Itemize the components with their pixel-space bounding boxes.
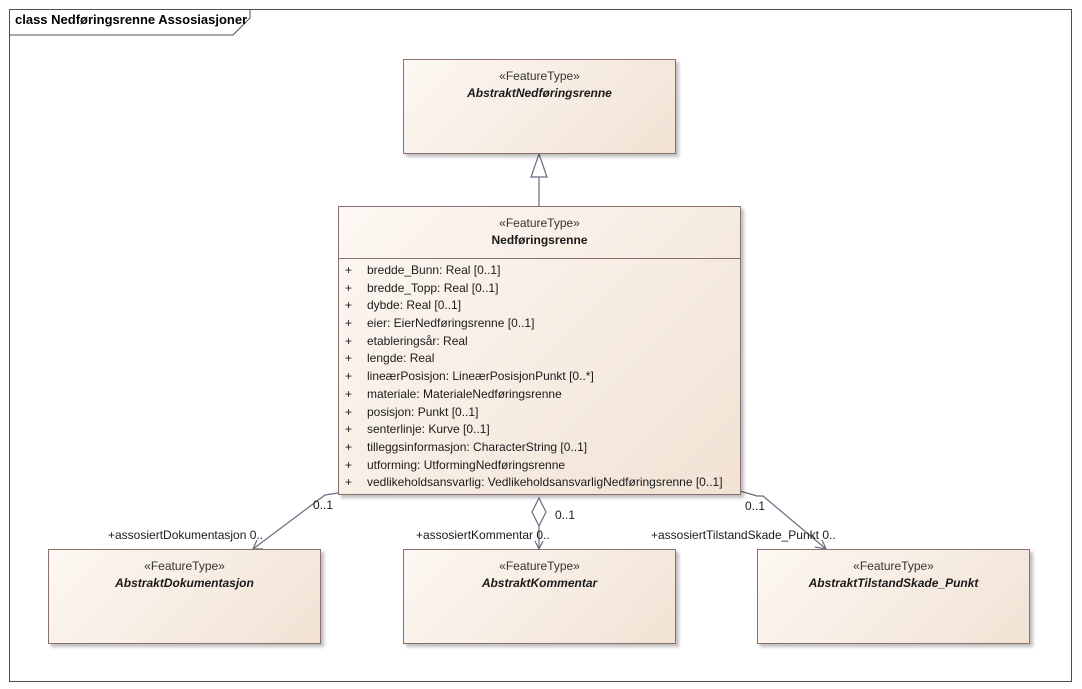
frame-title-tab (9, 9, 251, 36)
source-multiplicity-dokumentasjon: 0..1 (313, 498, 334, 512)
frame-title: class Nedføringsrenne Assosiasjoner (15, 12, 248, 27)
stereotype-label: «FeatureType» (499, 559, 580, 573)
attribute-text: lineærPosisjon: LineærPosisjonPunkt [0..… (367, 369, 594, 384)
attribute-list: + bredde_Bunn: Real [0..1] + bredde_Topp: R… (345, 262, 738, 492)
attribute-row[interactable]: + bredde_Topp: Real [0..1] (345, 280, 738, 298)
attribute-text: bredde_Bunn: Real [0..1] (367, 263, 501, 277)
role-label-dokumentasjon: +assosiertDokumentasjon 0.. (108, 528, 264, 542)
attribute-text: utforming: UtformingNedføringsrenne (367, 457, 566, 472)
attribute-row[interactable]: + lengde: Real (345, 350, 738, 368)
association-line-tilstandskade (739, 490, 827, 550)
attribute-row[interactable]: + vedlikeholdsansvarlig: Vedlikeholdsansv… (345, 474, 738, 492)
visibility-marker: + (345, 386, 353, 401)
attribute-row[interactable]: + lineærPosisjon: LineærPosisjonPunkt [0.… (345, 368, 738, 386)
class-nedforingsrenne[interactable]: «FeatureType» Nedføringsrenne + bredde_Bu… (338, 206, 741, 495)
attribute-row[interactable]: + utforming: UtformingNedføringsrenne (345, 457, 738, 475)
attribute-row[interactable]: + eier: EierNedføringsrenne [0..1] (345, 315, 738, 333)
class-name: AbstraktTilstandSkade_Punkt (808, 576, 979, 590)
visibility-marker: + (345, 280, 353, 295)
class-abstrakt-dokumentasjon[interactable]: «FeatureType» AbstraktDokumentasjon (48, 549, 321, 644)
role-label-tilstandskade: +assosiertTilstandSkade_Punkt 0.. (651, 528, 836, 542)
attribute-text: lengde: Real (367, 351, 435, 366)
class-name: AbstraktDokumentasjon (115, 576, 254, 590)
visibility-marker: + (345, 404, 353, 419)
visibility-marker: + (345, 422, 353, 437)
class-name: AbstraktKommentar (481, 576, 598, 590)
class-abstrakt-kommentar[interactable]: «FeatureType» AbstraktKommentar (403, 549, 676, 644)
stereotype-label: «FeatureType» (499, 216, 580, 230)
stereotype-label: «FeatureType» (853, 559, 934, 573)
attribute-text: vedlikeholdsansvarlig: Vedlikeholdsansva… (367, 475, 723, 490)
attribute-text: bredde_Topp: Real [0..1] (367, 280, 499, 295)
attribute-text: dybde: Real [0..1] (367, 298, 462, 313)
visibility-marker: + (345, 457, 353, 472)
class-abstrakt-nedforingsrenne[interactable]: «FeatureType» AbstraktNedføringsrenne (403, 59, 676, 154)
compartment-divider (339, 258, 740, 259)
visibility-marker: + (345, 351, 353, 366)
aggregation-diamond-kommentar (531, 496, 547, 528)
generalization-arrowhead (530, 152, 548, 178)
attribute-row[interactable]: + etableringsår: Real (345, 333, 738, 351)
attribute-row[interactable]: + materiale: MaterialeNedføringsrenne (345, 386, 738, 404)
visibility-marker: + (345, 369, 353, 384)
visibility-marker: + (345, 298, 353, 313)
attribute-text: eier: EierNedføringsrenne [0..1] (367, 316, 535, 331)
visibility-marker: + (345, 439, 353, 454)
attribute-text: materiale: MaterialeNedføringsrenne (367, 386, 562, 401)
attribute-row[interactable]: + posisjon: Punkt [0..1] (345, 404, 738, 422)
visibility-marker: + (345, 316, 353, 331)
source-multiplicity-kommentar: 0..1 (555, 508, 576, 522)
diagram-frame (9, 9, 1072, 682)
attribute-row[interactable]: + senterlinje: Kurve [0..1] (345, 421, 738, 439)
role-label-kommentar: +assosiertKommentar 0.. (416, 528, 550, 542)
attribute-text: tilleggsinformasjon: CharacterString [0.… (367, 439, 588, 454)
association-line-dokumentasjon (252, 492, 339, 550)
class-abstrakt-tilstandskade-punkt[interactable]: «FeatureType» AbstraktTilstandSkade_Punk… (757, 549, 1030, 644)
visibility-marker: + (345, 263, 353, 277)
stereotype-label: «FeatureType» (144, 559, 225, 573)
source-multiplicity-tilstandskade: 0..1 (745, 499, 766, 513)
visibility-marker: + (345, 333, 353, 348)
stereotype-label: «FeatureType» (499, 69, 580, 83)
visibility-marker: + (345, 475, 353, 490)
attribute-text: etableringsår: Real (367, 333, 468, 348)
attribute-text: posisjon: Punkt [0..1] (367, 404, 479, 419)
attribute-row[interactable]: + dybde: Real [0..1] (345, 297, 738, 315)
class-name: AbstraktNedføringsrenne (467, 86, 612, 100)
attribute-row[interactable]: + bredde_Bunn: Real [0..1] (345, 262, 738, 280)
attribute-text: senterlinje: Kurve [0..1] (367, 422, 490, 437)
class-name: Nedføringsrenne (491, 233, 588, 247)
attribute-row[interactable]: + tilleggsinformasjon: CharacterString [0… (345, 439, 738, 457)
